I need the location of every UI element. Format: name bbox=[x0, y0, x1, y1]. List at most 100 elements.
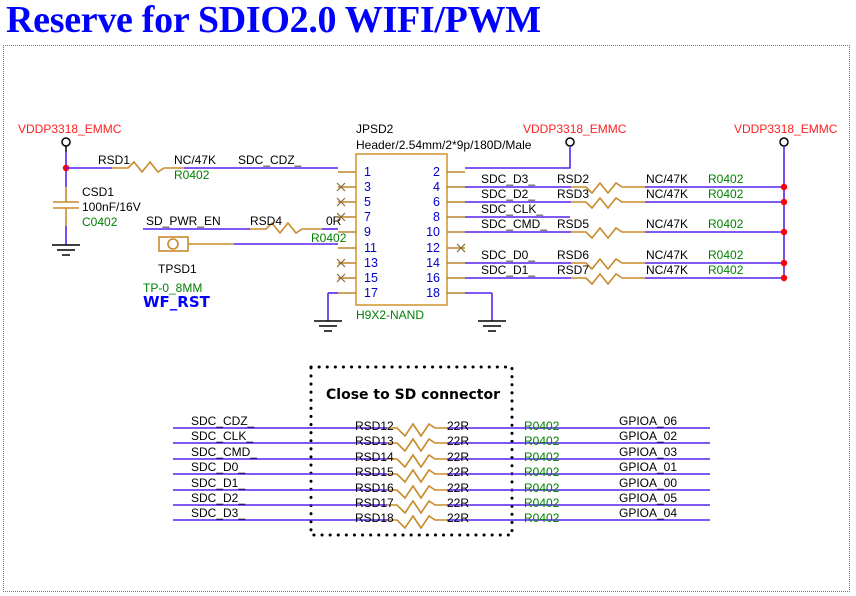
schematic-label: RSD5 bbox=[557, 217, 589, 231]
connector-pin-11: 11 bbox=[338, 241, 377, 255]
ground-symbol bbox=[478, 320, 506, 332]
schematic-label: VDDP3318_EMMC bbox=[734, 122, 838, 136]
close-to-sd-connector-box: Close to SD connector bbox=[309, 365, 514, 537]
schematic-label: R0402 bbox=[524, 511, 560, 525]
schematic-label: Header/2.54mm/2*9p/180D/Male bbox=[356, 138, 532, 152]
schematic-label: R0402 bbox=[524, 465, 560, 479]
schematic-label: R0402 bbox=[708, 217, 744, 231]
schematic-label: SDC_D0_ bbox=[191, 460, 245, 474]
schematic-label: R0402 bbox=[524, 496, 560, 510]
schematic-label: GPIOA_00 bbox=[619, 476, 677, 490]
junction-dot bbox=[780, 183, 788, 191]
schematic-label: SDC_D3_ bbox=[481, 172, 535, 186]
schematic-label: JPSD2 bbox=[356, 122, 394, 136]
vcc-symbol-right: VDDP3318_EMMC bbox=[734, 122, 838, 147]
schematic-label: NC/47K bbox=[646, 248, 688, 262]
no-connect-marker bbox=[336, 258, 346, 268]
schematic-label: 22R bbox=[447, 419, 469, 433]
power-label: VDDP3318_EMMC bbox=[18, 122, 122, 136]
schematic-label: GPIOA_01 bbox=[619, 460, 677, 474]
schematic-label: SDC_CDZ_ bbox=[191, 414, 255, 428]
connector-pin-17: 17 bbox=[338, 286, 378, 300]
schematic-label: 22R bbox=[447, 511, 469, 525]
no-connect-marker bbox=[456, 243, 466, 253]
schematic-label: RSD18 bbox=[355, 511, 394, 525]
schematic-label: 10 bbox=[426, 225, 440, 239]
wire bbox=[465, 146, 571, 169]
net-label-sd-pwr-en: SD_PWR_EN bbox=[146, 214, 221, 228]
connector-pin-1: 1 bbox=[338, 165, 371, 179]
connector-pin-7: 7 bbox=[336, 210, 371, 224]
schematic-label: GPIOA_02 bbox=[619, 429, 677, 443]
schematic-label: NC/47K bbox=[174, 153, 216, 167]
schematic-label: SDC_D3_ bbox=[191, 506, 245, 520]
schematic-label: RSD6 bbox=[557, 248, 589, 262]
junction-dot bbox=[780, 198, 788, 206]
schematic-label: 16 bbox=[426, 271, 440, 285]
no-connect-marker bbox=[336, 273, 346, 283]
schematic-label: NC/47K bbox=[646, 263, 688, 277]
connector-pin-6: 6 bbox=[433, 195, 465, 209]
schematic-label: R0402 bbox=[174, 168, 210, 182]
schematic-label: CSD1 bbox=[82, 185, 114, 199]
schematic-label: 22R bbox=[447, 481, 469, 495]
schematic-label: SDC_CLK_ bbox=[191, 429, 253, 443]
schematic-label: RSD12 bbox=[355, 419, 394, 433]
schematic-label: SDC_CMD_ bbox=[191, 445, 257, 459]
schematic-label: SDC_D0_ bbox=[481, 248, 535, 262]
schematic-label: 100nF/16V bbox=[82, 200, 141, 214]
schematic-label: RSD15 bbox=[355, 465, 394, 479]
schematic-label: 18 bbox=[426, 286, 440, 300]
schematic-label: H9X2-NAND bbox=[356, 308, 424, 322]
connector-pin-10: 10 bbox=[426, 225, 465, 239]
schematic-frame bbox=[3, 45, 850, 592]
no-connect-marker bbox=[336, 182, 346, 192]
schematic-label: VDDP3318_EMMC bbox=[523, 122, 627, 136]
schematic-label: R0402 bbox=[708, 263, 744, 277]
junction-dot bbox=[780, 228, 788, 236]
schematic-label: 22R bbox=[447, 496, 469, 510]
schematic-label: R0402 bbox=[708, 187, 744, 201]
schematic-title: Reserve for SDIO2.0 WIFI/PWM bbox=[6, 0, 541, 41]
connector-pin-4: 4 bbox=[433, 180, 465, 194]
schematic-label: R0402 bbox=[524, 450, 560, 464]
schematic-label: TPSD1 bbox=[158, 262, 197, 276]
resistor-rsd1: RSD1 NC/47K R0402 bbox=[98, 153, 216, 182]
schematic-label: 2 bbox=[433, 165, 440, 179]
connector-pin-3: 3 bbox=[336, 180, 371, 194]
no-connect-marker bbox=[336, 197, 346, 207]
schematic-label: 22R bbox=[447, 434, 469, 448]
schematic-label: R0402 bbox=[524, 481, 560, 495]
schematic-label: RSD17 bbox=[355, 496, 394, 510]
schematic-label: 6 bbox=[433, 195, 440, 209]
ground-symbol bbox=[314, 320, 342, 332]
schematic-label: 0R bbox=[326, 214, 342, 228]
vcc-symbol-left: VDDP3318_EMMC bbox=[18, 122, 122, 152]
schematic-label: 7 bbox=[364, 210, 371, 224]
pullup-sdc-clk: SDC_CLK_ bbox=[465, 202, 570, 218]
ground-symbol bbox=[52, 244, 80, 256]
connector-pin-14: 14 bbox=[426, 256, 465, 270]
schematic-label: SDC_D1_ bbox=[481, 263, 535, 277]
net-label-wf-rst: WF_RST bbox=[143, 293, 211, 311]
schematic-label: RSD3 bbox=[557, 187, 589, 201]
no-connect-marker bbox=[336, 212, 346, 222]
schematic-label: TP-0_8MM bbox=[143, 281, 202, 295]
schematic-label: 12 bbox=[426, 241, 440, 255]
connector-pin-18: 18 bbox=[426, 286, 465, 300]
schematic-label: R0402 bbox=[708, 172, 744, 186]
schematic-label: RSD4 bbox=[250, 214, 282, 228]
connector-jpsd2: JPSD2 Header/2.54mm/2*9p/180D/Male H9X2-… bbox=[336, 122, 532, 322]
schematic-label: SDC_CMD_ bbox=[481, 217, 547, 231]
schematic-label: 17 bbox=[364, 286, 378, 300]
